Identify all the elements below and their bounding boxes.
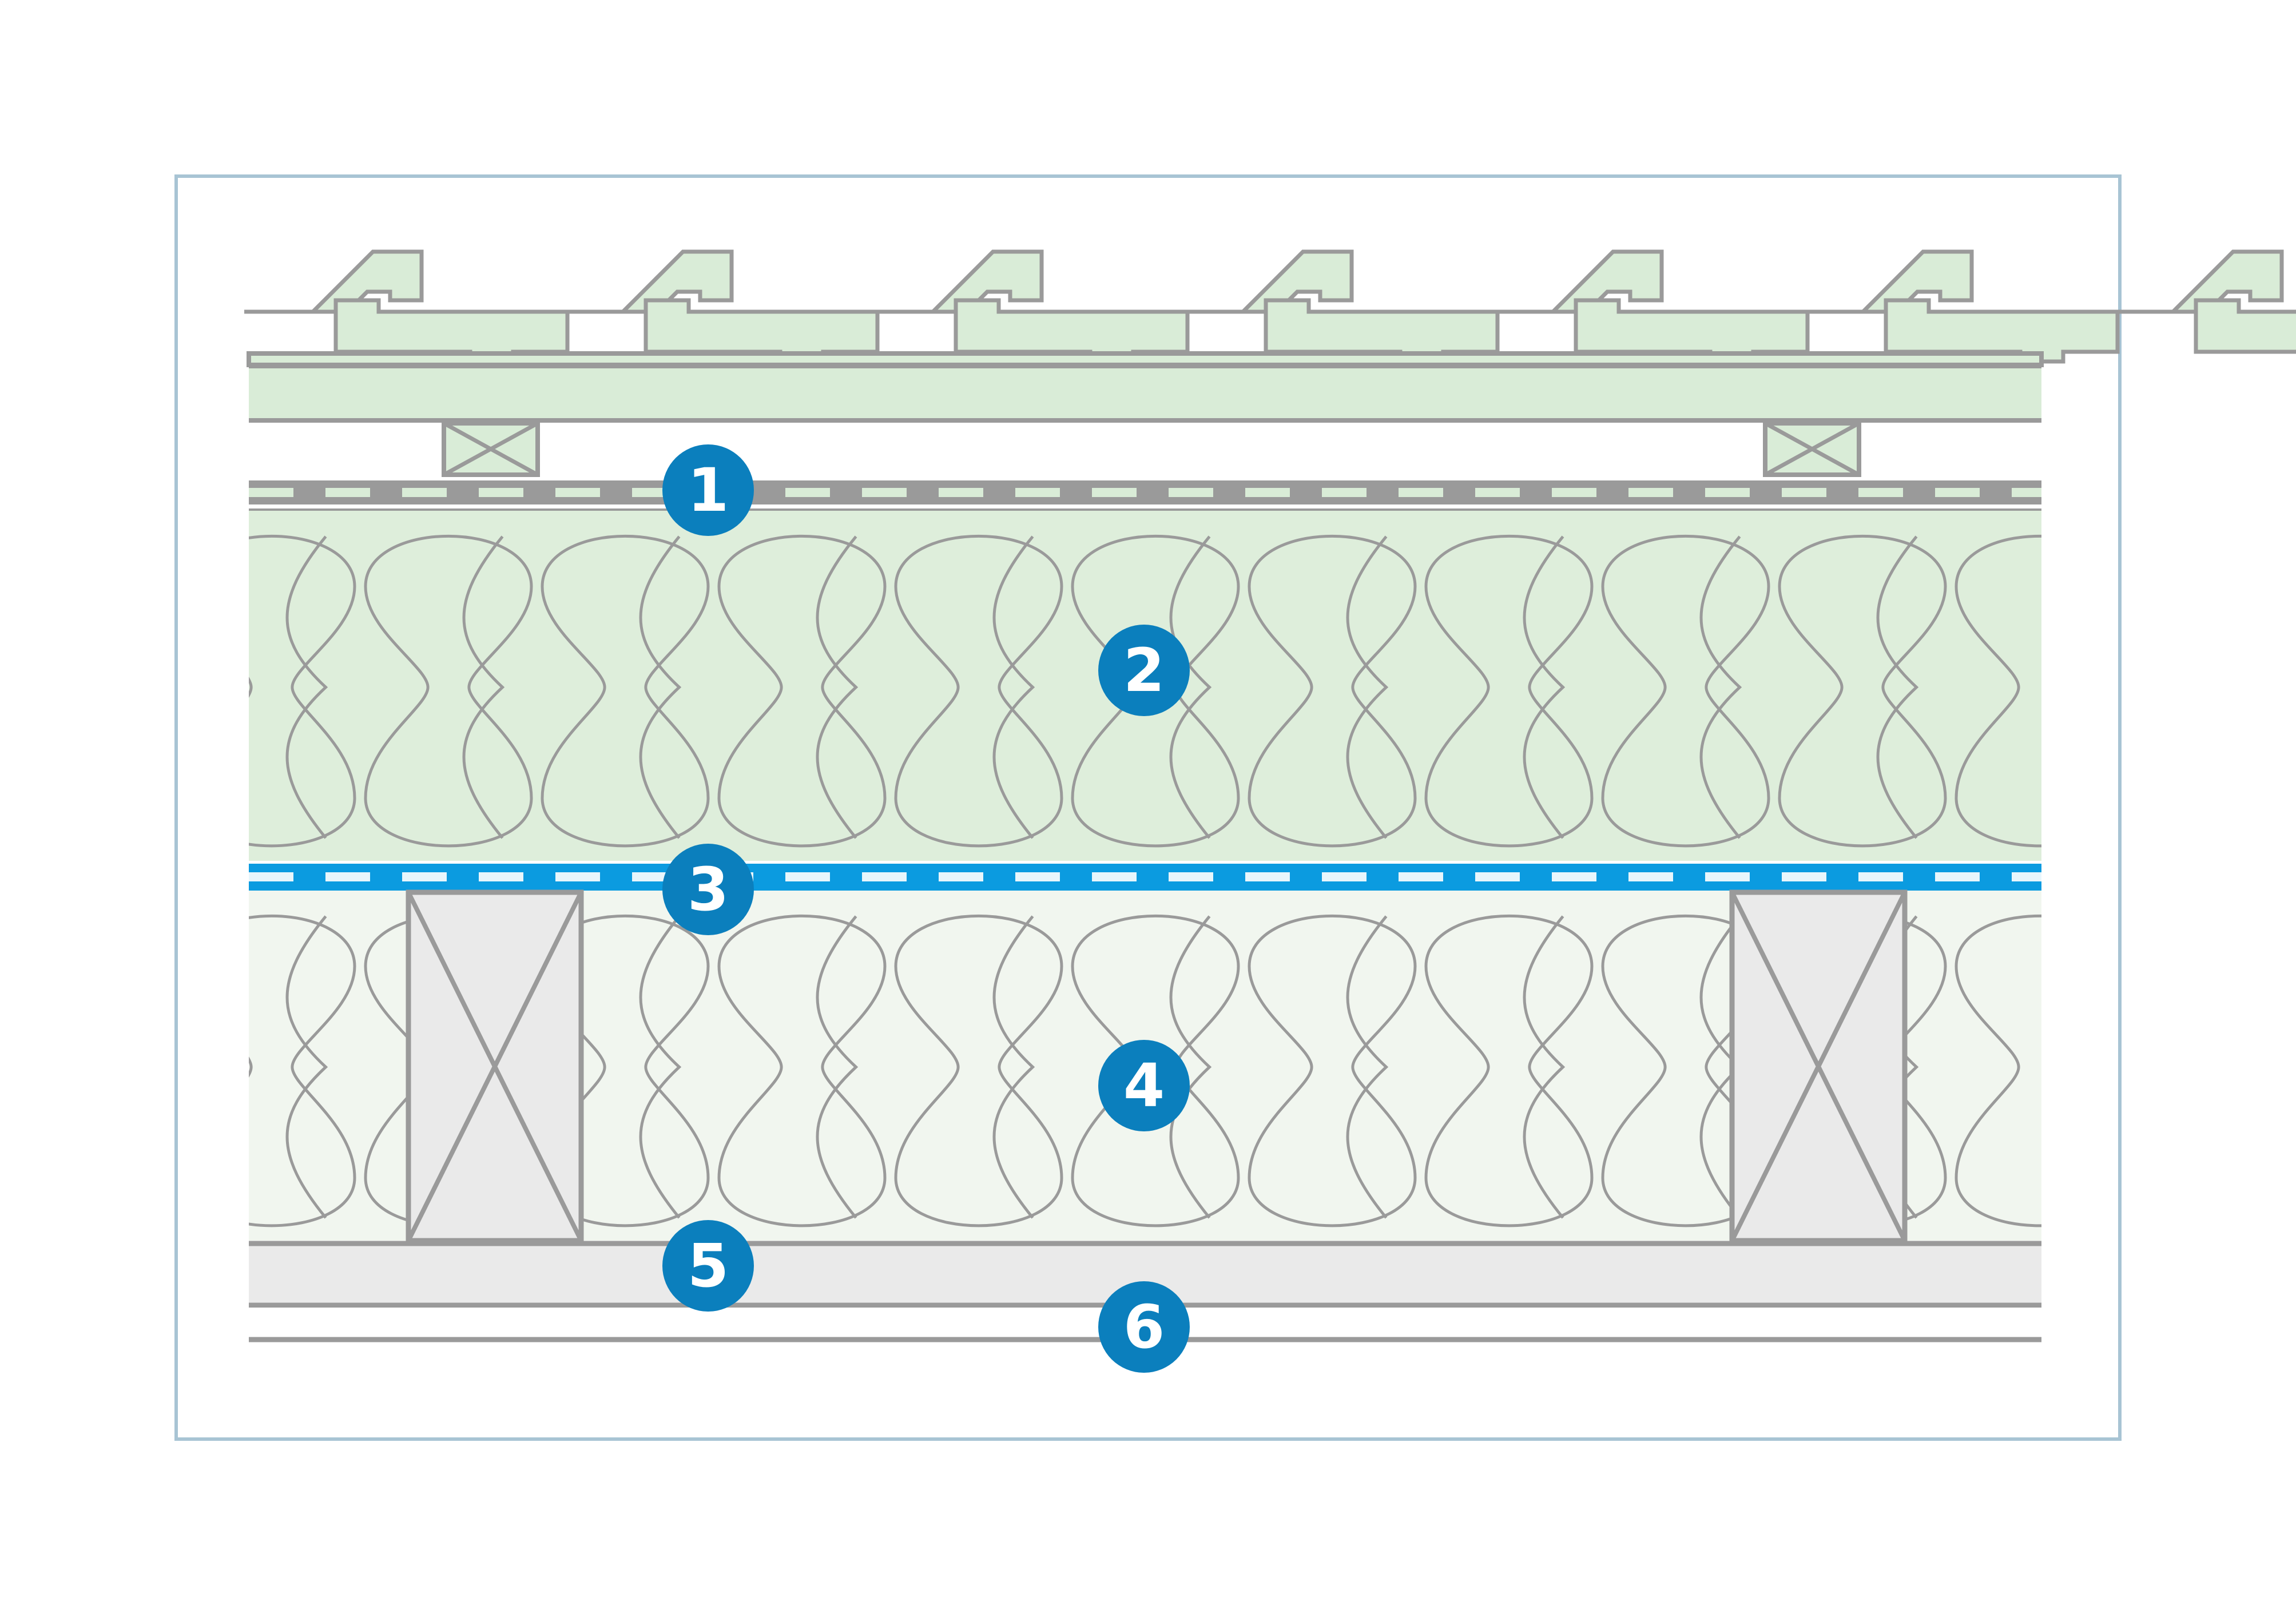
- insulation-fibre-loop: [717, 915, 887, 1227]
- underlay-membrane: [249, 480, 2041, 513]
- insulation-fibre-loop: [1248, 915, 1417, 1227]
- insulation-fibre-curve: [2231, 537, 2270, 838]
- insulation-fibre-loop: [1248, 535, 1417, 848]
- insulation-fibre-loop: [2133, 536, 2296, 846]
- marker-3-label: 3: [688, 855, 729, 924]
- insulation-fibre-loop: [249, 915, 356, 1227]
- marker-5: 5: [662, 1220, 754, 1312]
- insulation-fibre-loop: [1601, 535, 1770, 848]
- insulation-fibre-curve: [1523, 535, 1566, 839]
- insulation-fibre-loop: [1955, 535, 2041, 848]
- insulation-fibre-curve: [2055, 916, 2094, 1218]
- insulation-fibre-curve: [1346, 535, 1389, 839]
- insulation-fibre-loop: [364, 535, 533, 848]
- marker-1-label: 1: [688, 455, 729, 525]
- upper-insulation-pattern: [249, 535, 2296, 848]
- marker-6-label: 6: [1123, 1292, 1165, 1362]
- insulation-fibre-curve: [992, 915, 1035, 1219]
- insulation-fibre-loop: [1424, 915, 1594, 1227]
- insulation-fibre-curve: [2231, 916, 2270, 1218]
- insulation-fibre-curve: [1169, 535, 1212, 839]
- insulation-fibre-curve: [816, 535, 859, 839]
- rafter: [406, 889, 584, 1243]
- roof-tiles: [244, 249, 2296, 364]
- insulation-fibre-curve: [1876, 535, 1919, 839]
- marker-4: 4: [1098, 1040, 1190, 1131]
- diagram-frame: [174, 174, 2122, 1441]
- marker-4-label: 4: [1123, 1051, 1165, 1121]
- insulation-fibre-curve: [1699, 535, 1742, 839]
- insulation-fibre-curve: [639, 535, 682, 839]
- insulation-fibre-curve: [816, 915, 859, 1219]
- insulation-fibre-loop: [541, 915, 710, 1227]
- insulation-fibre-loop: [1955, 915, 2041, 1227]
- marker-2-label: 2: [1123, 635, 1165, 705]
- marker-1: 1: [662, 444, 754, 536]
- insulation-fibre-curve: [1169, 915, 1212, 1219]
- insulation-fibre-curve: [2055, 537, 2094, 838]
- insulation-fibre-curve: [1346, 915, 1389, 1219]
- insulation-fibre-loop: [2133, 916, 2296, 1226]
- insulation-fibre-curve: [285, 915, 328, 1219]
- roof-board: [249, 366, 2041, 420]
- vapour-control-membrane: [249, 864, 2041, 891]
- roof-tile: [2194, 298, 2296, 354]
- counter-batten: [442, 421, 540, 477]
- insulation-fibre-curve: [285, 535, 328, 839]
- insulation-fibre-loop: [717, 535, 887, 848]
- insulation-fibre-curve: [992, 535, 1035, 839]
- insulation-fibre-curve: [1523, 915, 1566, 1219]
- insulation-fibre-loop: [541, 535, 710, 848]
- insulation-fibre-loop: [1424, 535, 1594, 848]
- marker-3: 3: [662, 844, 754, 935]
- counter-batten: [1763, 421, 1861, 477]
- insulation-fibre-loop: [1778, 535, 1947, 848]
- insulation-fibre-curve: [462, 535, 505, 839]
- marker-5-label: 5: [688, 1231, 729, 1301]
- insulation-fibre-loop: [894, 535, 1063, 848]
- rafter: [1729, 889, 1908, 1243]
- insulation-fibre-curve: [639, 915, 682, 1219]
- marker-6: 6: [1098, 1281, 1190, 1373]
- tile-batten-rail: [247, 351, 2044, 367]
- insulation-fibre-loop: [249, 535, 356, 848]
- marker-2: 2: [1098, 625, 1190, 716]
- insulation-fibre-loop: [894, 915, 1063, 1227]
